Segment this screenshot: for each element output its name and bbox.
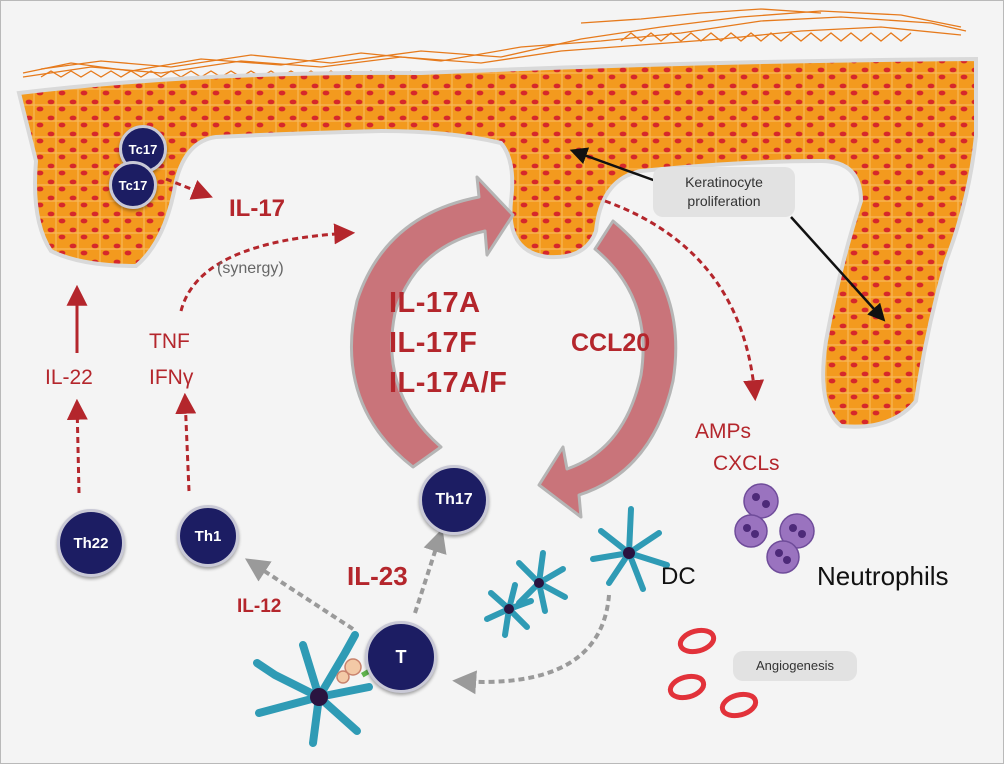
ccl20-label: CCL20 <box>571 329 651 357</box>
il17-label: IL-17 <box>229 195 286 222</box>
th1-label: Th1 <box>194 527 222 545</box>
synergy-label: (synergy) <box>217 260 284 277</box>
th17-label: Th17 <box>435 491 473 508</box>
amps-label: AMPs <box>695 420 752 443</box>
th22-label: Th22 <box>73 534 109 552</box>
neutrophils-label: Neutrophils <box>817 561 949 591</box>
red-dashed-arrows <box>66 177 765 494</box>
il23-label: IL-23 <box>347 561 408 591</box>
tnf-label: TNF <box>149 330 190 353</box>
il12-label: IL-12 <box>237 596 282 617</box>
il17af-label: IL-17A/F <box>389 367 508 399</box>
stratum-corneum <box>22 8 967 78</box>
cxcls-label: CXCLs <box>713 452 780 475</box>
t-cell: T <box>365 621 437 693</box>
cycle-arrow-right <box>537 219 678 519</box>
il17f-label: IL-17F <box>389 327 478 359</box>
dendritic-cells <box>253 506 670 747</box>
cycle-arrow-left <box>350 175 515 469</box>
th22-cell: Th22 <box>57 509 125 577</box>
il17a-label: IL-17A <box>389 287 481 319</box>
tc17-cell: Tc17 <box>109 161 157 209</box>
t-label: T <box>395 646 407 667</box>
tc17-label: Tc17 <box>118 177 148 193</box>
tc17-label: Tc17 <box>128 141 158 157</box>
neutrophils <box>734 483 815 574</box>
ifng-label: IFNγ <box>149 366 194 389</box>
th1-cell: Th1 <box>177 505 239 567</box>
blood-vessels <box>667 627 759 719</box>
th17-cell: Th17 <box>419 465 489 535</box>
dc-label: DC <box>661 563 696 590</box>
angiogenesis-box: Angiogenesis <box>733 651 857 681</box>
keratinocyte-proliferation-box: Keratinocyte proliferation <box>653 167 795 217</box>
il22-label: IL-22 <box>45 366 93 389</box>
